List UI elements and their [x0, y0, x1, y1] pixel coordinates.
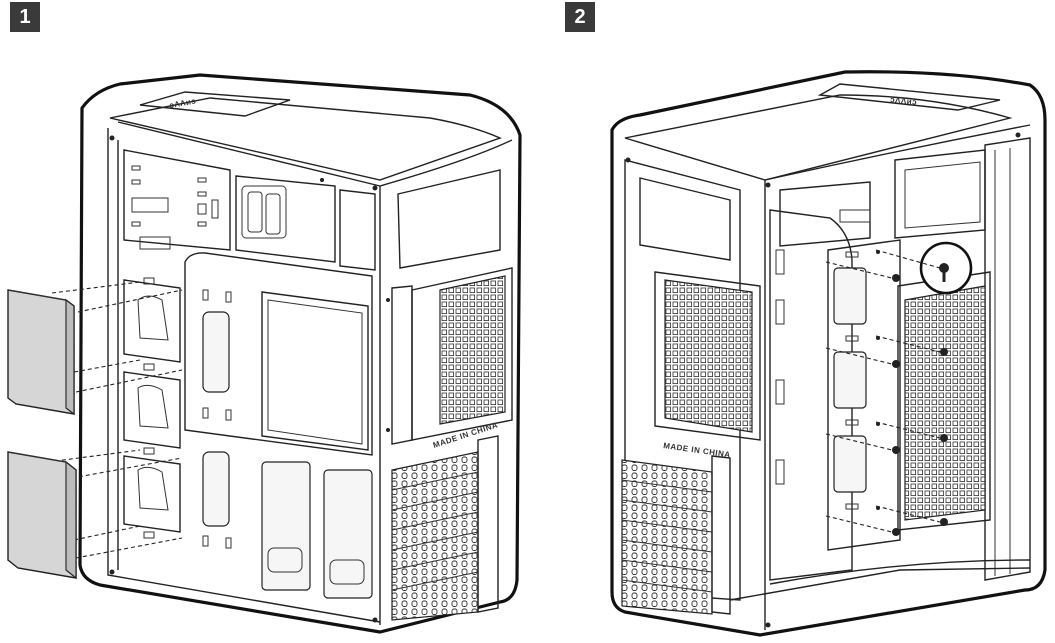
left-cpu-cutout	[261, 291, 369, 451]
left-top-io-panel	[139, 91, 291, 117]
left-case-marking: MADE IN CHINA	[432, 420, 499, 450]
right-case-top-face	[624, 94, 1013, 181]
left-pci-slots	[391, 451, 479, 621]
left-case-top-face	[109, 97, 502, 181]
right-front-mesh	[904, 285, 986, 521]
right-screw-holes	[625, 132, 1021, 628]
right-front-panel	[984, 137, 1031, 581]
left-drive-bays	[123, 277, 181, 539]
right-top-logo: ᴐɅΛᴎᴐ	[890, 95, 918, 107]
right-case-floor	[729, 567, 1031, 601]
left-io-holes	[131, 165, 219, 250]
right-pci-slots	[621, 459, 713, 615]
step-1-badge: 1	[10, 2, 40, 32]
right-case-top-edge	[764, 124, 1031, 181]
left-install-guides	[47, 281, 183, 559]
left-side-frame	[107, 128, 381, 623]
right-cage-tabs	[845, 251, 859, 510]
left-psu-opening	[241, 185, 287, 239]
right-tray-cutouts	[775, 249, 785, 485]
right-case-outline	[610, 70, 1047, 637]
left-io-shield-area	[123, 149, 231, 251]
left-front-window	[397, 169, 501, 269]
left-front-mesh	[439, 275, 506, 425]
right-rear-wall	[624, 159, 741, 601]
right-case: ᴐɅΛᴎᴐ MADE IN CHINA	[610, 70, 1047, 637]
screw-detail-icon	[939, 263, 949, 282]
left-pci-bars	[391, 471, 479, 591]
left-pci-bracket	[477, 435, 499, 613]
left-top-logo: ᴐɅΛᴎᴐ	[169, 96, 197, 110]
left-screw-holes	[109, 135, 390, 623]
left-case: ᴐɅΛᴎᴐ	[7, 73, 522, 634]
left-psu-cutout	[235, 175, 336, 263]
right-drive-cage	[827, 239, 901, 551]
left-rear-cutout	[339, 189, 376, 271]
right-top-io-panel	[817, 83, 1001, 111]
step-2-badge: 2	[565, 2, 595, 32]
left-drive-lower	[7, 451, 77, 580]
left-motherboard-tray	[184, 252, 373, 456]
left-lower-cutout-2	[323, 469, 373, 599]
left-lower-cutout-1	[261, 461, 311, 591]
right-install-guides	[825, 249, 941, 533]
right-screws	[892, 274, 948, 536]
right-pci-bars	[621, 479, 713, 593]
left-cable-slot-1	[202, 311, 230, 393]
left-tie-points	[202, 289, 232, 549]
right-top-bay	[894, 149, 986, 239]
left-cable-slot-2	[202, 451, 230, 527]
left-case-outline	[78, 73, 522, 634]
left-case-top-edge	[379, 139, 513, 187]
left-drive-upper	[7, 289, 75, 416]
right-rear-mesh	[664, 279, 753, 433]
